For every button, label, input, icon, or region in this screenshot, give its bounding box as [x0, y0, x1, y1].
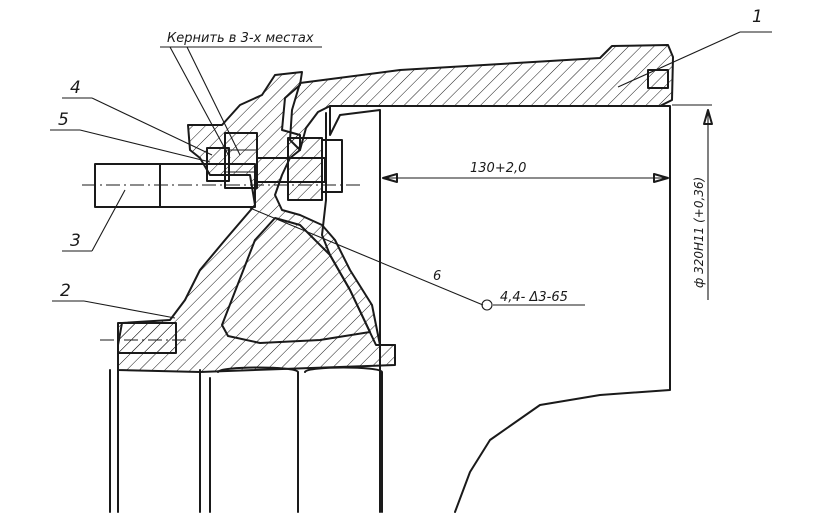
callout-1-leader — [617, 31, 741, 88]
dim-diameter-arrow — [703, 109, 713, 125]
callout-6: 6 — [433, 269, 441, 284]
note-punch-3-places: Кернить в 3-х местах — [167, 31, 314, 46]
part-5-washer — [206, 147, 230, 182]
flange-groove — [647, 69, 669, 89]
callout-1: 1 — [752, 7, 763, 27]
part-2-hub-body — [117, 71, 396, 373]
note-leader-1 — [169, 46, 231, 159]
weld-symbol-circle — [481, 299, 493, 311]
nut-section — [287, 137, 323, 201]
lower-socket — [117, 322, 177, 354]
callout-3: 3 — [70, 231, 81, 251]
housing-inner-body — [329, 105, 671, 513]
note-leader-2 — [186, 46, 241, 156]
part-1-housing-flange — [289, 44, 674, 151]
callout-4: 4 — [70, 78, 81, 98]
callout-3-leader — [91, 189, 126, 252]
callout-6-leader — [249, 207, 484, 306]
callout-5-leader — [79, 129, 211, 163]
lower-drum — [109, 366, 383, 513]
dim-diameter-text: ф 320Н11 (+0,36) — [692, 177, 706, 288]
callout-4-leader — [91, 97, 213, 156]
dim-length-text: 130+2,0 — [470, 161, 526, 176]
hub-cavity — [221, 217, 371, 344]
callout-5: 5 — [58, 110, 69, 130]
callout-2-leader — [83, 300, 176, 319]
dim-length-arrow-right — [653, 173, 669, 183]
weld-symbol-text: 4,4- Δ3-65 — [500, 290, 568, 305]
callout-2: 2 — [60, 281, 71, 301]
dim-length-arrow-left — [382, 173, 398, 183]
